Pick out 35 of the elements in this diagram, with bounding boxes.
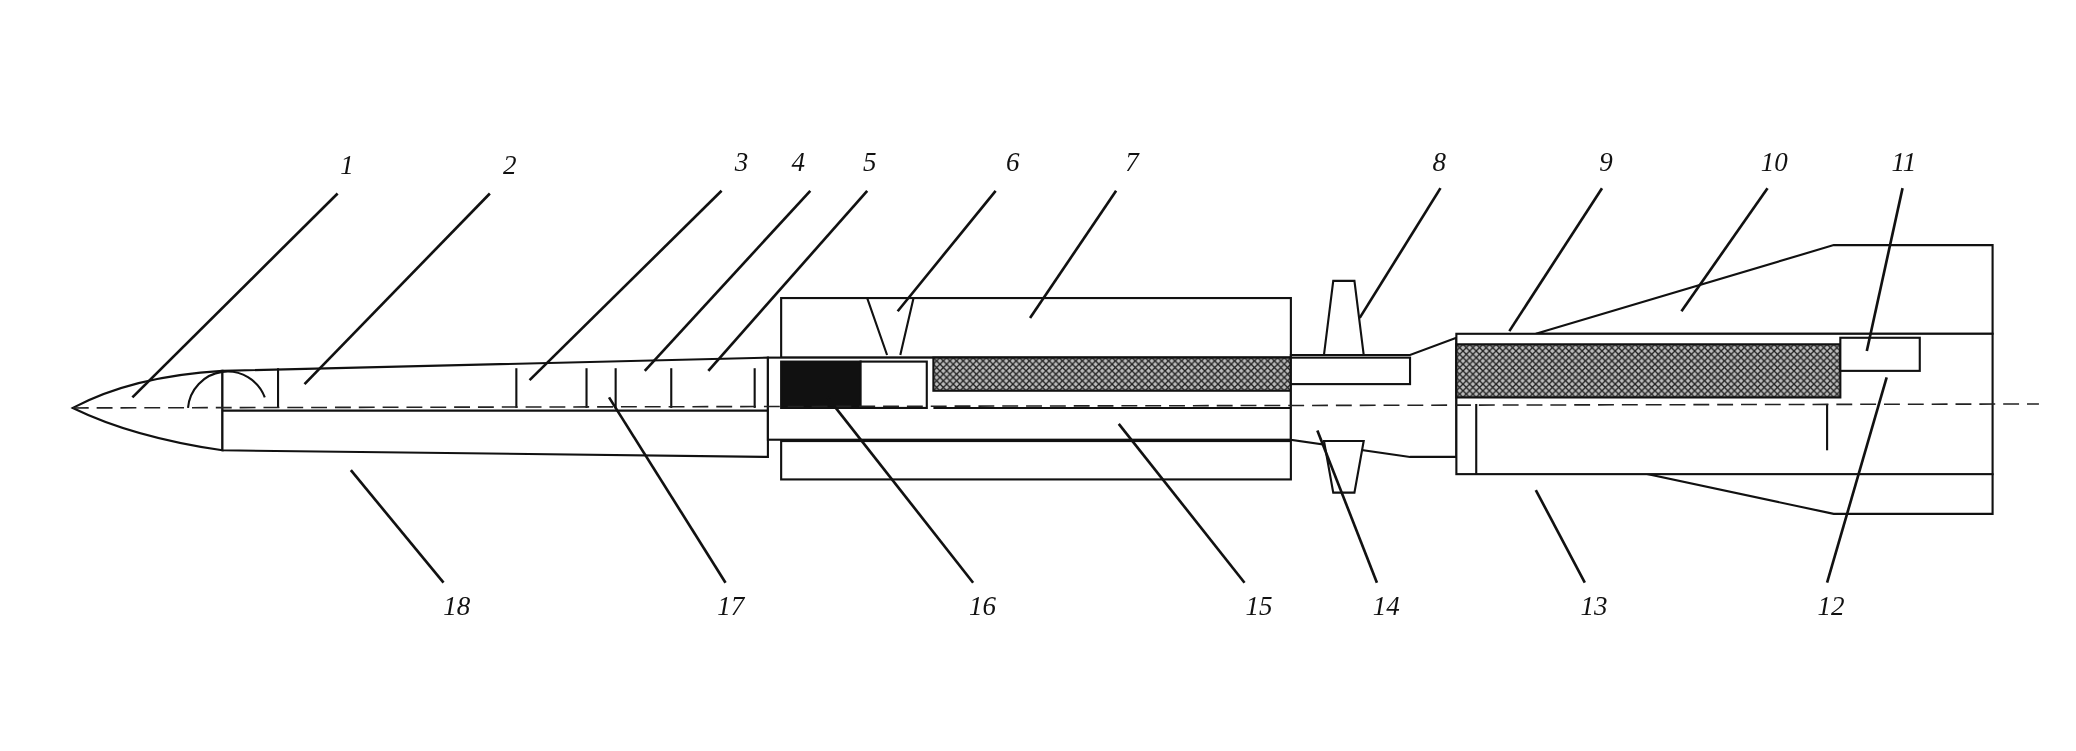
callout-number: 7 [1110, 145, 1154, 178]
leader-line [1117, 423, 1246, 584]
callout-number: 10 [1752, 145, 1797, 178]
leader-line [1825, 377, 1888, 584]
callout-number: 9 [1584, 145, 1628, 178]
leader-line [1534, 489, 1586, 584]
callout-number: 15 [1237, 590, 1282, 623]
leader-line [1680, 187, 1769, 313]
leader-line [131, 192, 339, 399]
leader-line [607, 396, 727, 584]
leader-line [303, 192, 491, 386]
callout-number: 4 [776, 145, 821, 178]
leader-line [643, 189, 812, 372]
callout-number: 5 [847, 145, 892, 178]
callout-number: 16 [960, 590, 1005, 623]
callout-number: 12 [1809, 590, 1854, 623]
leader-line [707, 189, 869, 372]
callout-number: 13 [1572, 590, 1617, 623]
leader-line [1865, 187, 1904, 352]
callout-number: 2 [487, 149, 532, 182]
leader-line [1028, 190, 1118, 319]
callout-number: 11 [1881, 145, 1926, 178]
leader-line [1316, 429, 1379, 584]
callout-number: 6 [990, 145, 1035, 178]
leader-line [896, 189, 997, 313]
leader-line [528, 189, 723, 382]
callout-number: 1 [324, 149, 369, 182]
callout-number: 18 [434, 590, 479, 623]
leader-line [1358, 187, 1442, 319]
callout-number: 14 [1364, 590, 1409, 623]
callout-number: 3 [719, 145, 764, 178]
leader-line [1508, 187, 1604, 332]
leader-line [349, 469, 445, 584]
callout-number: 17 [708, 590, 753, 623]
callout-number: 8 [1417, 145, 1462, 178]
